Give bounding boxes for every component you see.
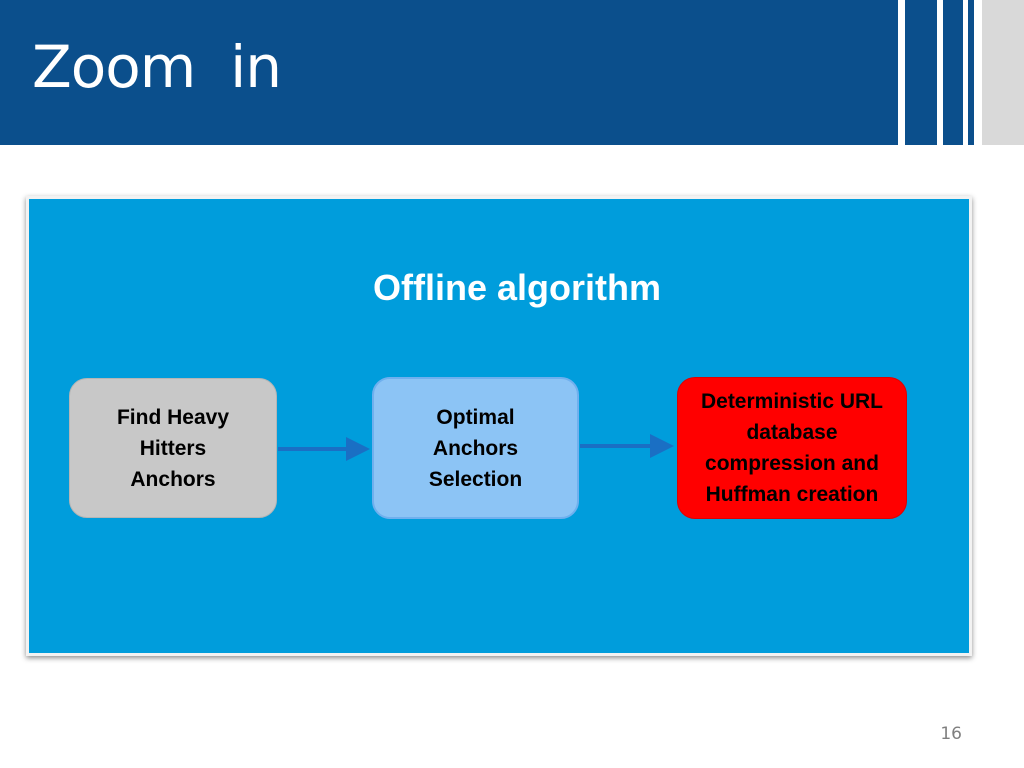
decorative-stripe <box>905 0 937 145</box>
panel-heading: Offline algorithm <box>0 270 1024 306</box>
title-bar: Zoom in <box>0 0 898 145</box>
node-find-heavy-hitters: Find Heavy Hitters Anchors <box>69 378 277 518</box>
decorative-stripe <box>968 0 974 145</box>
slide-title: Zoom in <box>32 33 282 101</box>
page-number: 16 <box>940 724 962 744</box>
node-url-compression-huffman: Deterministic URL database compression a… <box>677 377 907 519</box>
panel-heading-text: Offline algorithm <box>373 267 661 308</box>
node-label: Optimal Anchors Selection <box>428 405 523 491</box>
node-optimal-anchors-selection: Optimal Anchors Selection <box>372 377 579 519</box>
decorative-stripe <box>943 0 963 145</box>
node-label: Deterministic URL database compression a… <box>700 390 884 506</box>
node-label: Find Heavy Hitters Anchors <box>116 405 230 491</box>
decorative-stripe <box>982 0 1024 145</box>
